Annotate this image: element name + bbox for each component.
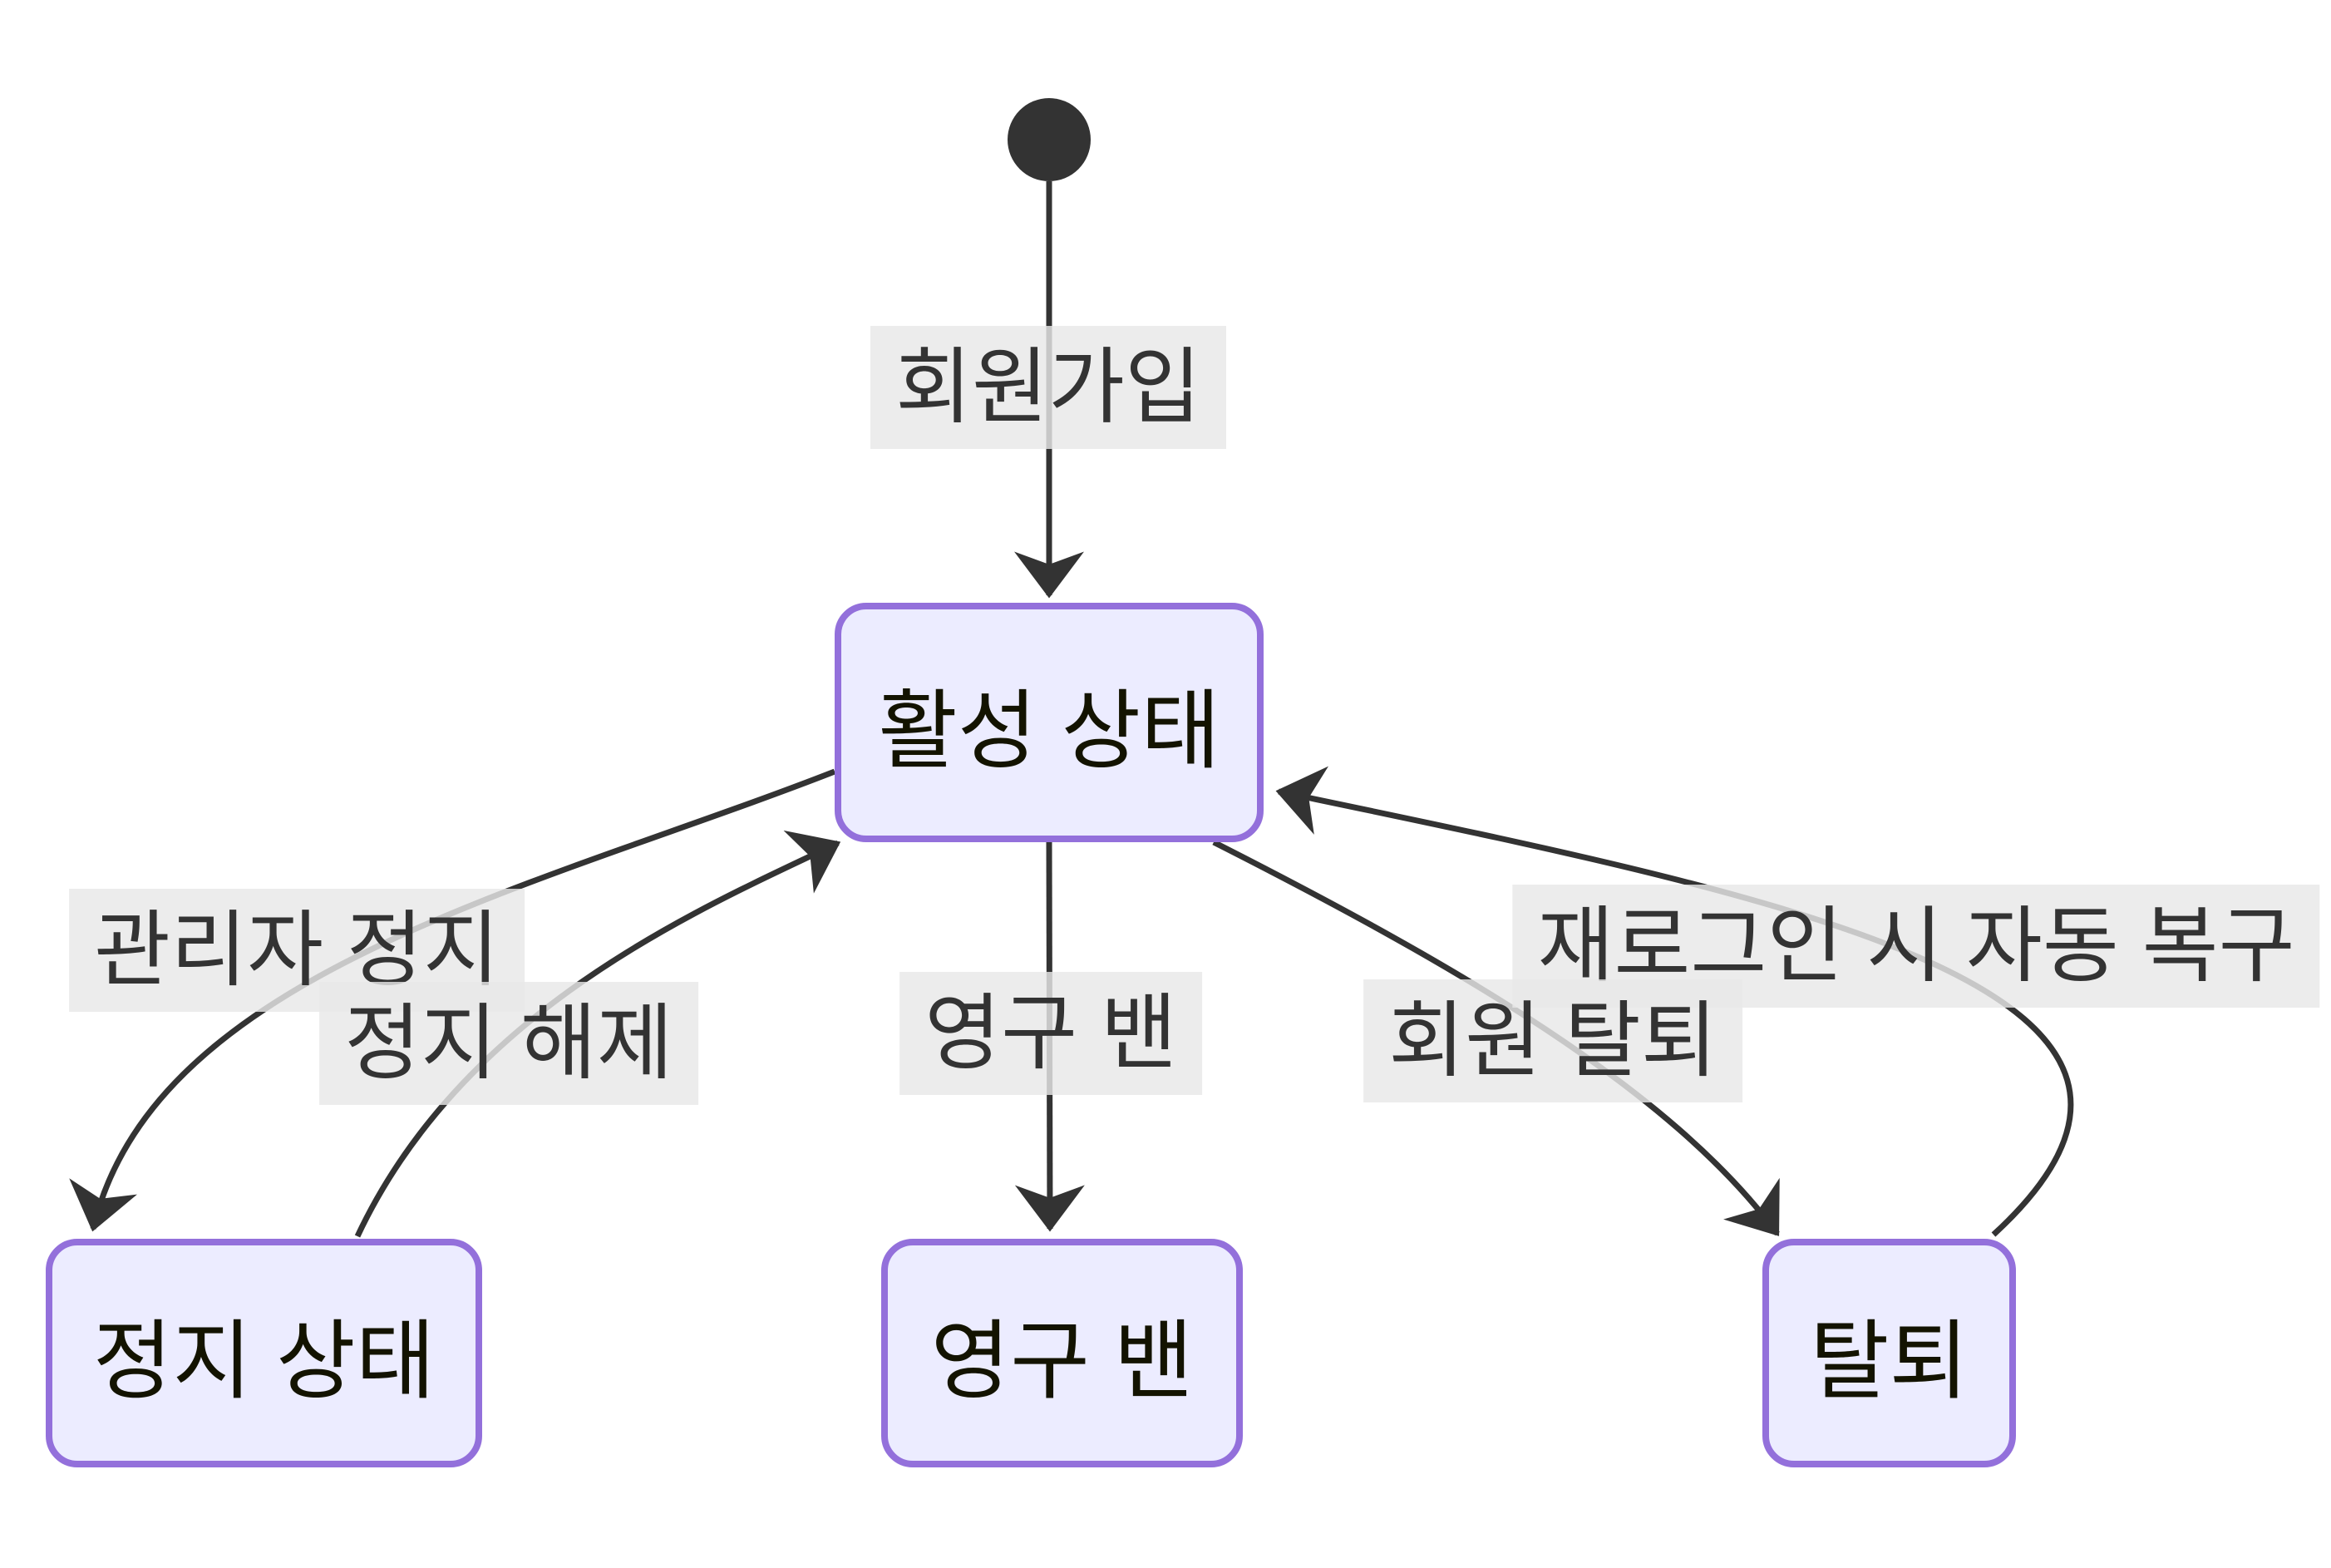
edge-label-withdraw: 회원 탈퇴	[1363, 979, 1742, 1102]
state-node-withdrawn-label: 탈퇴	[1809, 1314, 1969, 1410]
edge-unsuspend	[354, 830, 841, 1238]
state-node-withdrawn: 탈퇴	[1762, 1239, 2016, 1467]
initial-state-dot	[1008, 98, 1091, 181]
state-node-banned-label: 영구 밴	[930, 1314, 1194, 1410]
state-node-active: 활성 상태	[835, 603, 1264, 842]
state-node-active-label: 활성 상태	[878, 683, 1220, 780]
state-node-suspended-label: 정지 상태	[92, 1314, 436, 1410]
edge-label-signup: 회원가입	[870, 326, 1226, 449]
edge-label-permanent-ban: 영구 밴	[899, 972, 1202, 1095]
edge-label-unsuspend: 정지 해제	[319, 982, 698, 1105]
state-node-banned: 영구 밴	[881, 1239, 1243, 1467]
state-node-suspended: 정지 상태	[46, 1239, 482, 1467]
edge-label-admin-suspend: 관리자 정지	[69, 889, 525, 1012]
